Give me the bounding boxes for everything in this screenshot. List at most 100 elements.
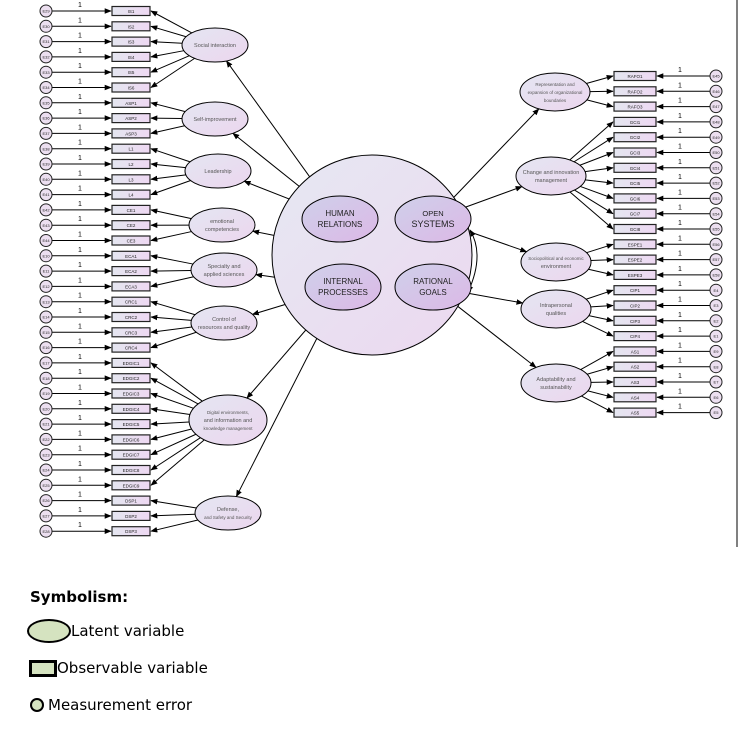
measurement-error-label: E8 — [714, 364, 720, 369]
measurement-error-label: E12 — [42, 284, 50, 289]
fixed-weight-label: 1 — [78, 293, 82, 300]
measurement-error-label: E33 — [42, 70, 50, 75]
measurement-error-label: E25 — [42, 483, 50, 488]
observed-variable-label: EDGIC3 — [123, 392, 140, 397]
observed-variable-label: CRC2 — [125, 315, 138, 320]
factor-loading-arrow — [588, 269, 613, 275]
measurement-error-label: E5 — [714, 410, 720, 415]
observed-variable-label: IS4 — [128, 55, 135, 60]
factor-loading-arrow — [151, 429, 192, 439]
observed-variable-label: DSP3 — [125, 529, 137, 534]
measurement-error-label: E34 — [42, 85, 50, 90]
quadrant-label-ip-1: INTERNAL — [323, 277, 363, 286]
observed-variable-label: ESPE3 — [628, 273, 643, 278]
factor-loading-arrow — [151, 270, 191, 271]
factor-loading-arrow — [587, 244, 613, 252]
measurement-error-symbol-icon — [30, 698, 44, 712]
measurement-error-label: E30 — [42, 24, 50, 29]
factor-loading-arrow — [151, 180, 191, 194]
factor-loading-arrow — [151, 256, 193, 264]
latent-factor-label: management — [535, 178, 568, 184]
measurement-error-label: E1 — [714, 334, 720, 339]
observed-variable-label: IS2 — [128, 24, 135, 29]
fixed-weight-label: 1 — [78, 155, 82, 162]
legend-latent-label: Latent variable — [71, 622, 184, 640]
observed-variable-label: GCI5 — [630, 181, 641, 186]
factor-loading-arrow — [151, 210, 191, 219]
fixed-weight-label: 1 — [678, 98, 682, 105]
observed-variable-label: L2 — [128, 162, 134, 167]
factor-loading-arrow — [585, 168, 613, 172]
legend-title: Symbolism: — [30, 588, 208, 606]
fixed-weight-label: 1 — [78, 492, 82, 499]
measurement-error-label: E44 — [42, 238, 50, 243]
measurement-error-label: E52 — [712, 181, 720, 186]
observed-variable-label: GCI7 — [630, 212, 641, 217]
structural-path-arrow — [466, 187, 522, 208]
observed-variable-label: EDGIC6 — [123, 437, 140, 442]
structural-path-arrow — [469, 294, 522, 304]
factor-loading-arrow — [591, 306, 613, 307]
measurement-error-label: E57 — [712, 257, 720, 262]
factor-loading-arrow — [151, 520, 198, 531]
fixed-weight-label: 1 — [78, 369, 82, 376]
factor-loading-arrow — [151, 438, 200, 470]
quadrant-label-rg-2: GOALS — [419, 288, 447, 297]
factor-loading-arrow — [589, 316, 613, 321]
latent-factor-label: Change and innovation — [523, 170, 580, 176]
factor-loading-arrow — [151, 11, 192, 33]
quadrant-label-os-1: OPEN — [422, 209, 443, 218]
factor-loading-arrow — [151, 302, 195, 315]
measurement-error-label: E28 — [42, 529, 50, 534]
factor-loading-arrow — [582, 396, 613, 413]
measurement-error-label: E48 — [712, 120, 720, 125]
observed-variable-label: ECA2 — [125, 269, 137, 274]
fixed-weight-label: 1 — [78, 339, 82, 346]
fixed-weight-label: 1 — [678, 327, 682, 334]
fixed-weight-label: 1 — [78, 507, 82, 514]
fixed-weight-label: 1 — [78, 216, 82, 223]
observed-variable-label: RAFO2 — [627, 89, 643, 94]
observed-variable-label: AS4 — [631, 395, 640, 400]
measurement-error-label: E27 — [42, 514, 50, 519]
measurement-error-label: E11 — [43, 269, 51, 274]
latent-factor — [521, 290, 591, 328]
measurement-error-label: E39 — [42, 162, 50, 167]
measurement-error-label: E16 — [42, 345, 50, 350]
observed-variable-label: RAFO1 — [627, 74, 643, 79]
measurement-error-label: E17 — [42, 361, 50, 366]
fixed-weight-label: 1 — [78, 354, 82, 361]
factor-loading-arrow — [591, 260, 613, 261]
latent-factor-label: and information and — [204, 418, 253, 424]
factor-loading-arrow — [587, 367, 613, 375]
observed-variable-label: L4 — [128, 193, 134, 198]
observed-variable-label: L3 — [128, 177, 134, 182]
quadrant-hr — [302, 196, 378, 242]
observed-variable-label: IS6 — [128, 86, 135, 91]
fixed-weight-label: 1 — [678, 189, 682, 196]
observed-variable-label: CRC3 — [125, 330, 138, 335]
latent-factor-label: Self-improvement — [193, 117, 237, 123]
fixed-weight-label: 1 — [78, 124, 82, 131]
observed-variable-label: ASP2 — [125, 116, 137, 121]
measurement-error-label: E7 — [714, 380, 720, 385]
fixed-weight-label: 1 — [678, 312, 682, 319]
competing-values-framework-circle — [272, 155, 472, 355]
latent-factor — [189, 208, 255, 242]
factor-loading-arrow — [585, 180, 613, 183]
fixed-weight-label: 1 — [78, 476, 82, 483]
measurement-error-label: E9 — [714, 349, 720, 354]
observed-variable-label: IS1 — [128, 9, 135, 14]
measurement-error-label: E41 — [42, 192, 50, 197]
observed-variable-label: AS1 — [631, 349, 640, 354]
fixed-weight-label: 1 — [78, 140, 82, 147]
measurement-error-label: E55 — [712, 227, 720, 232]
latent-factor-label: resources and quality — [198, 325, 251, 331]
observed-variable-label: ECA1 — [125, 254, 137, 259]
measurement-error-label: E15 — [42, 330, 50, 335]
factor-loading-arrow — [575, 190, 613, 214]
fixed-weight-label: 1 — [78, 385, 82, 392]
measurement-error-label: E49 — [712, 135, 720, 140]
measurement-error-label: E50 — [712, 150, 720, 155]
factor-loading-arrow — [151, 440, 204, 485]
